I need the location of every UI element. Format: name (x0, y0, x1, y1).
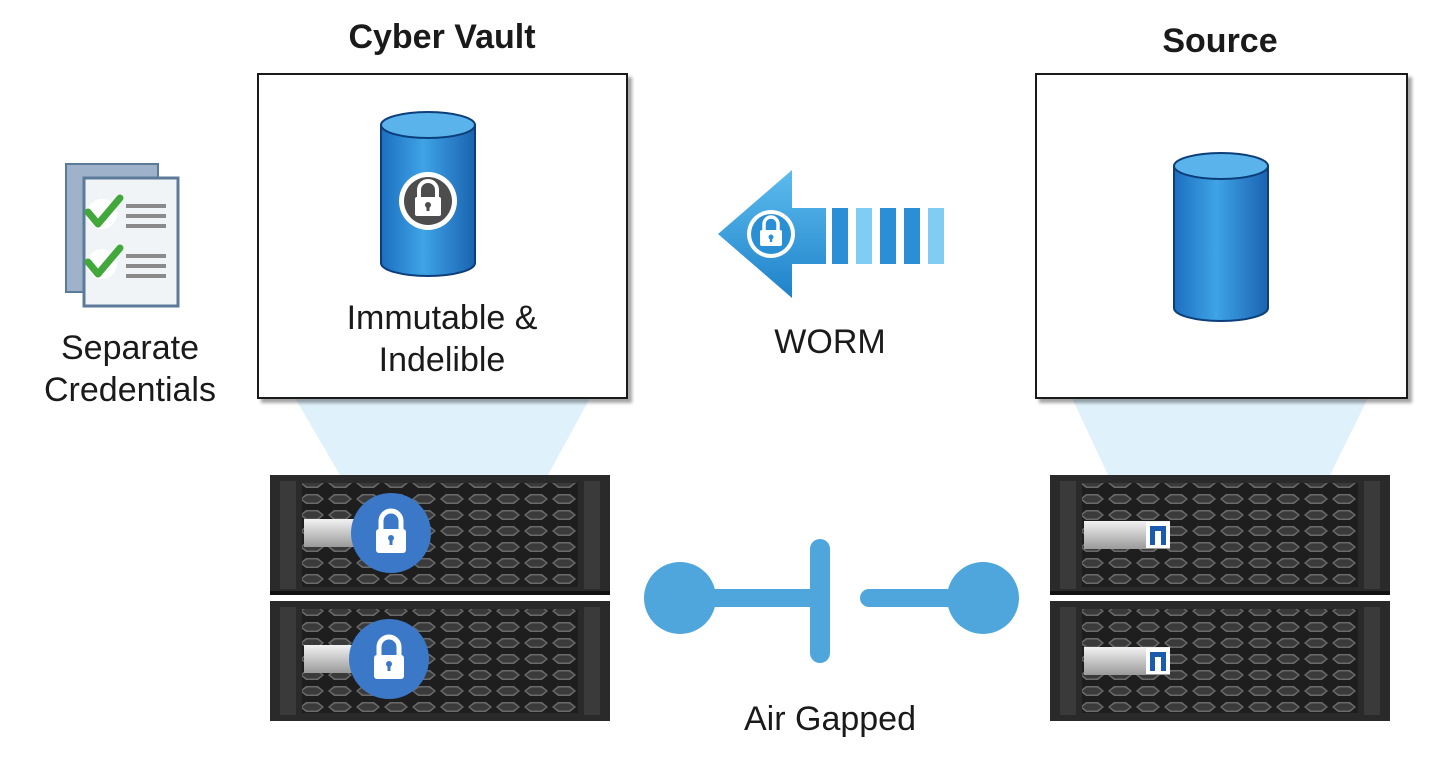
immutable-database-icon (380, 111, 476, 277)
source-database-icon (1173, 152, 1269, 322)
immutable-label: Immutable & Indelible (259, 297, 625, 381)
credentials-label-line1: Separate (61, 329, 199, 367)
source-title: Source (1162, 22, 1278, 60)
worm-replication-arrow-icon (718, 170, 944, 298)
cyber-vault-title: Cyber Vault (348, 18, 536, 56)
worm-label: WORM (774, 323, 886, 361)
credentials-label: Separate Credentials (10, 327, 250, 411)
immutable-label-line1: Immutable & (346, 299, 538, 337)
credentials-checklist-icon (65, 163, 180, 308)
air-gapped-label: Air Gapped (744, 700, 916, 738)
source-box (1035, 73, 1408, 399)
cyber-vault-box: Immutable & Indelible (257, 73, 628, 399)
source-server-rack (1050, 475, 1390, 721)
vault-server-rack (270, 475, 610, 721)
air-gap-connector-icon (644, 539, 1019, 663)
immutable-label-line2: Indelible (378, 341, 506, 379)
credentials-label-line2: Credentials (44, 371, 216, 409)
